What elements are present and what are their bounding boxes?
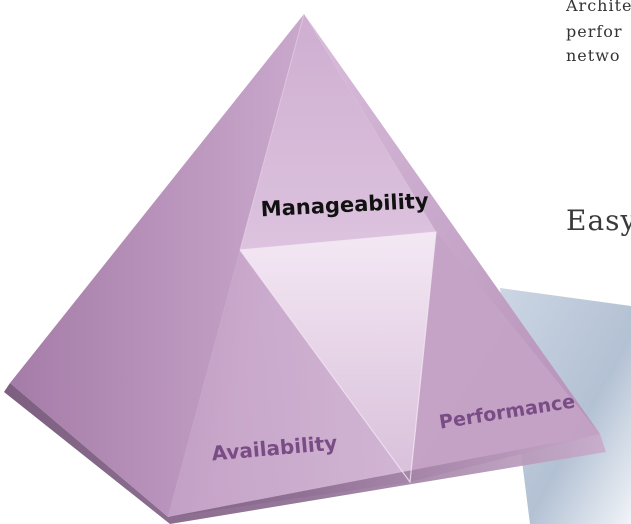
- pyramid-top-section: [240, 14, 436, 250]
- pyramid-inner-triangle: [240, 232, 436, 482]
- pyramid-base-edge: [4, 383, 606, 524]
- pyramid-left-shadow-face: [10, 14, 304, 517]
- side-text-line: perfor: [566, 22, 623, 41]
- pyramid-left-section: [168, 250, 410, 517]
- pyramid-ridge-line: [239, 13, 305, 251]
- pyramid-edge-lines: [239, 231, 437, 484]
- side-text-line: netwo: [566, 46, 621, 65]
- pyramid-right-section: [410, 232, 600, 482]
- side-heading: Easy: [566, 204, 631, 237]
- side-text-line: Archite: [566, 0, 631, 15]
